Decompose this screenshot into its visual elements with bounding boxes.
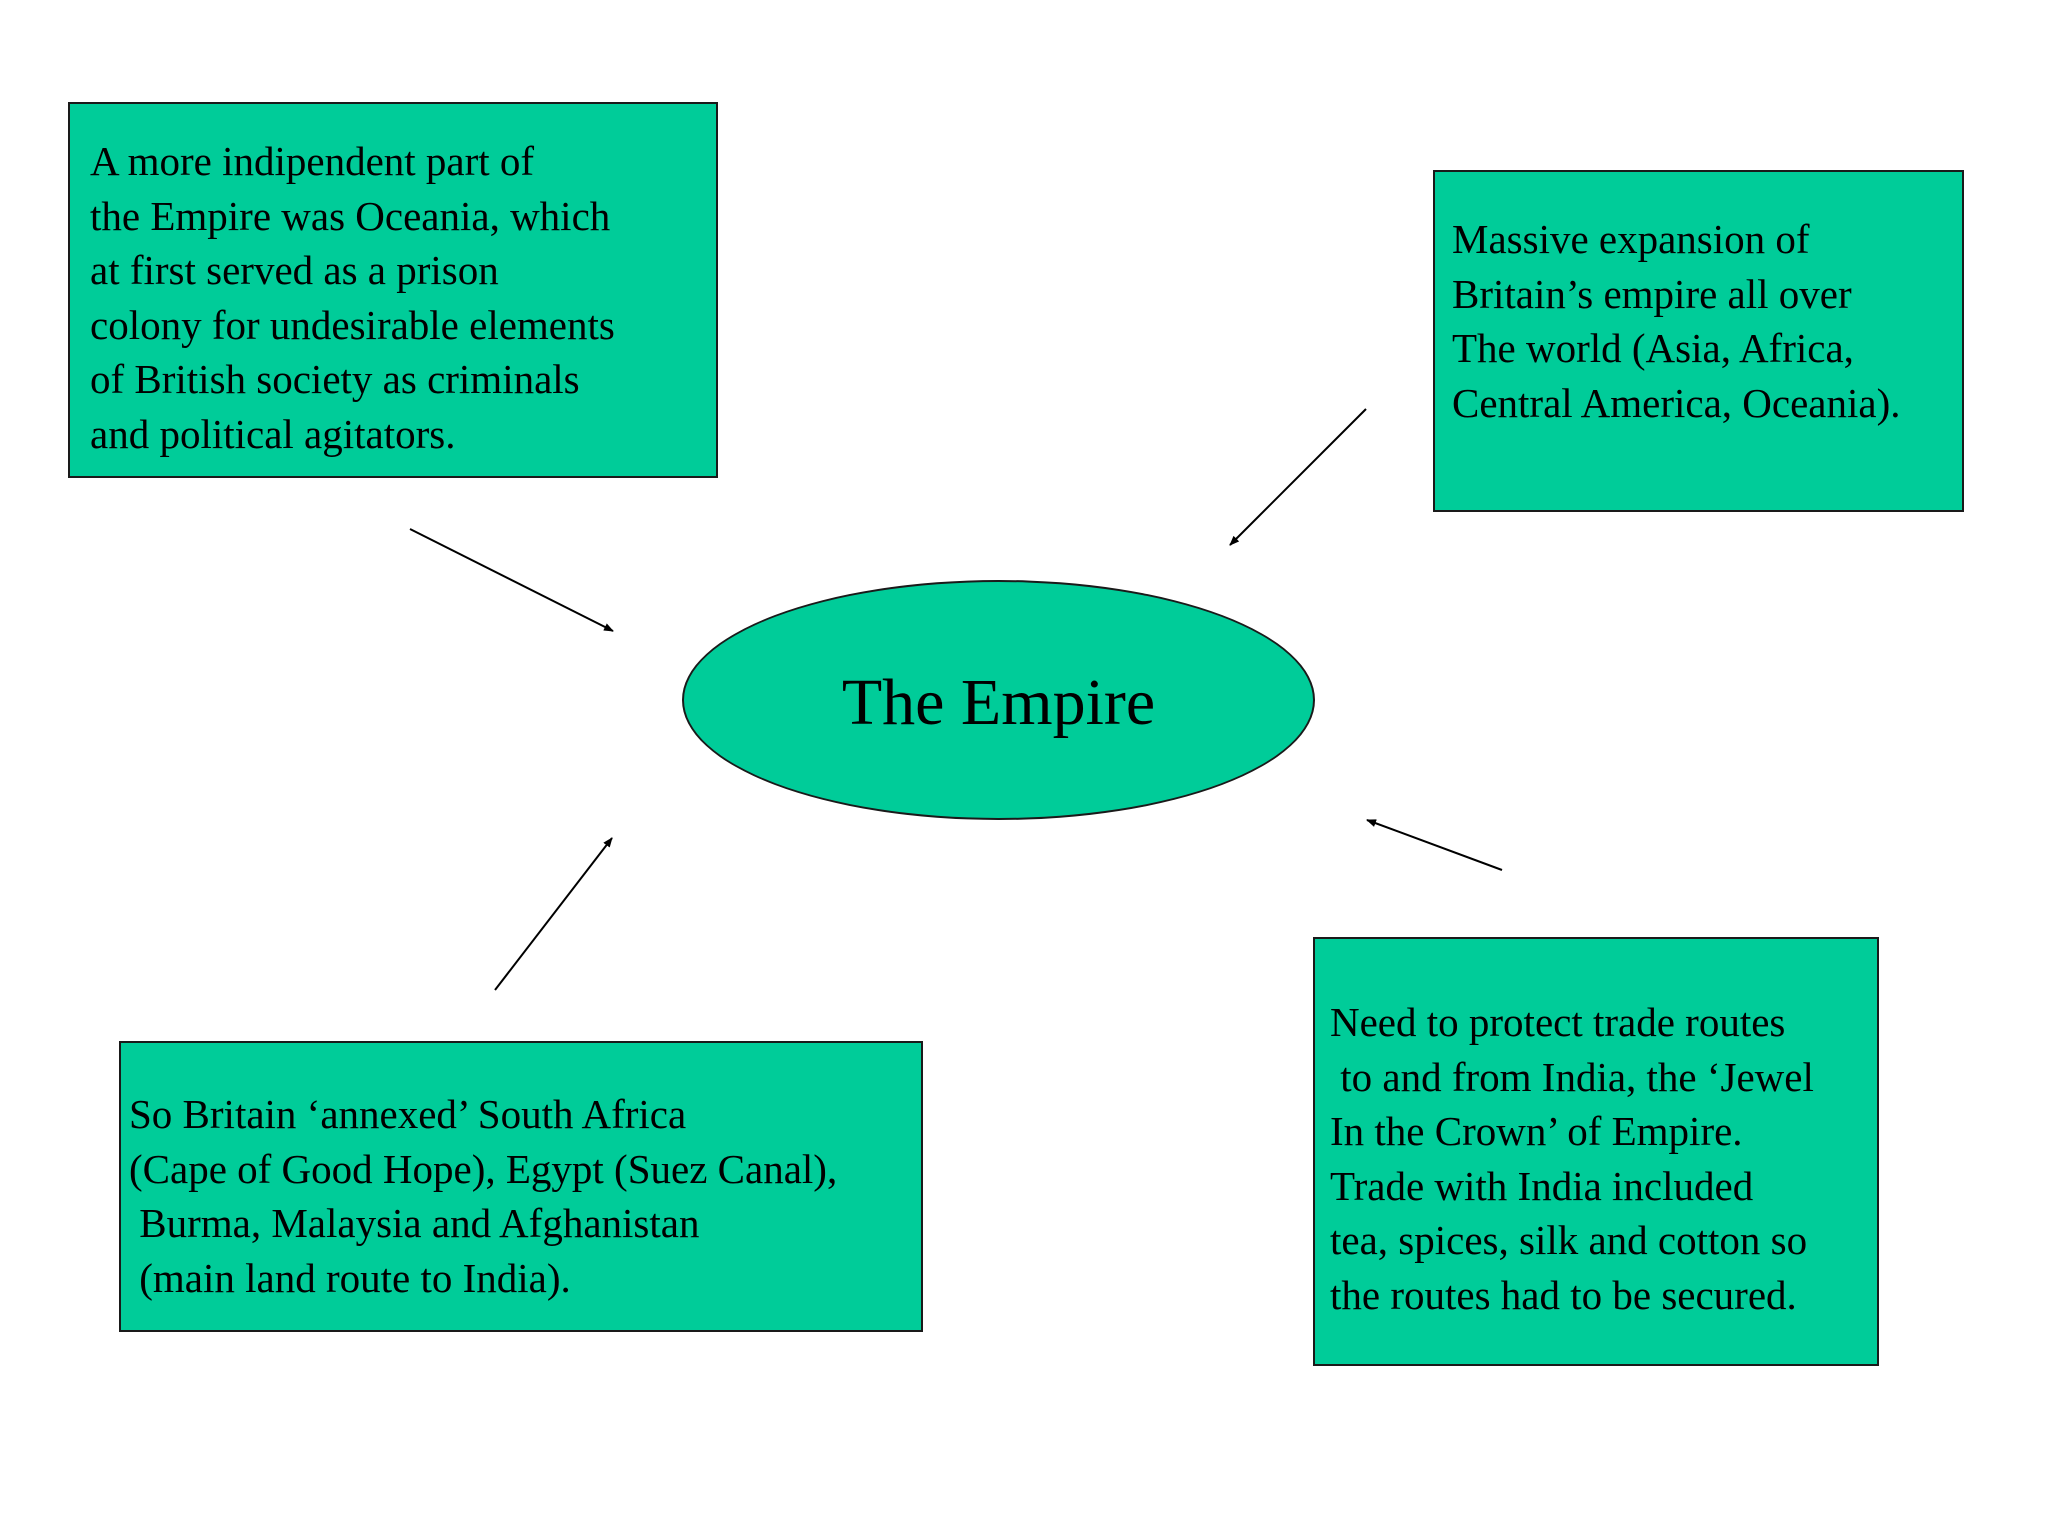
- annexation-note-line: So Britain ‘annexed’ South Africa: [129, 1091, 687, 1137]
- oceania-note-line: colony for undesirable elements: [90, 301, 615, 348]
- oceania-note-line: the Empire was Oceania, which: [90, 192, 611, 239]
- arrow-trade-routes-to-center: [1366, 819, 1503, 871]
- arrow-annexation-to-center: [494, 837, 613, 991]
- expansion-note-box: Massive expansion of Britain’s empire al…: [1433, 170, 1964, 512]
- trade-routes-note-line: tea, spices, silk and cotton so: [1330, 1217, 1808, 1263]
- annexation-note-line: (Cape of Good Hope), Egypt (Suez Canal),: [129, 1145, 838, 1192]
- central-topic-label: The Empire: [841, 666, 1156, 739]
- expansion-note-line: Central America, Oceania).: [1452, 379, 1901, 426]
- arrow-expansion-to-center: [1229, 408, 1367, 546]
- oceania-note-line: of British society as criminals: [90, 356, 580, 402]
- oceania-note-line: at first served as a prison: [90, 247, 499, 293]
- annexation-note-line: Burma, Malaysia and Afghanistan: [129, 1200, 700, 1246]
- trade-routes-note-line: In the Crown’ of Empire.: [1330, 1108, 1743, 1154]
- expansion-note-line: Massive expansion of: [1452, 216, 1810, 262]
- oceania-note-box: A more indipendent part of the Empire wa…: [68, 102, 718, 478]
- expansion-note-line: The world (Asia, Africa,: [1452, 325, 1854, 371]
- trade-routes-note-line: the routes had to be secured.: [1330, 1271, 1797, 1318]
- trade-routes-note-box: Need to protect trade routes to and from…: [1313, 937, 1879, 1366]
- annexation-note-line: (main land route to India).: [129, 1254, 571, 1301]
- oceania-note-line: and political agitators.: [90, 410, 456, 457]
- expansion-note-line: Britain’s empire all over: [1452, 270, 1852, 317]
- annexation-note-box: So Britain ‘annexed’ South Africa (Cape …: [119, 1041, 923, 1332]
- trade-routes-note-line: to and from India, the ‘Jewel: [1330, 1053, 1814, 1100]
- trade-routes-note-line: Trade with India included: [1330, 1162, 1754, 1209]
- oceania-note-line: A more indipendent part of: [90, 138, 535, 184]
- central-topic-ellipse: The Empire: [682, 580, 1315, 820]
- trade-routes-note-line: Need to protect trade routes: [1330, 999, 1786, 1045]
- arrow-oceania-to-center: [409, 528, 614, 632]
